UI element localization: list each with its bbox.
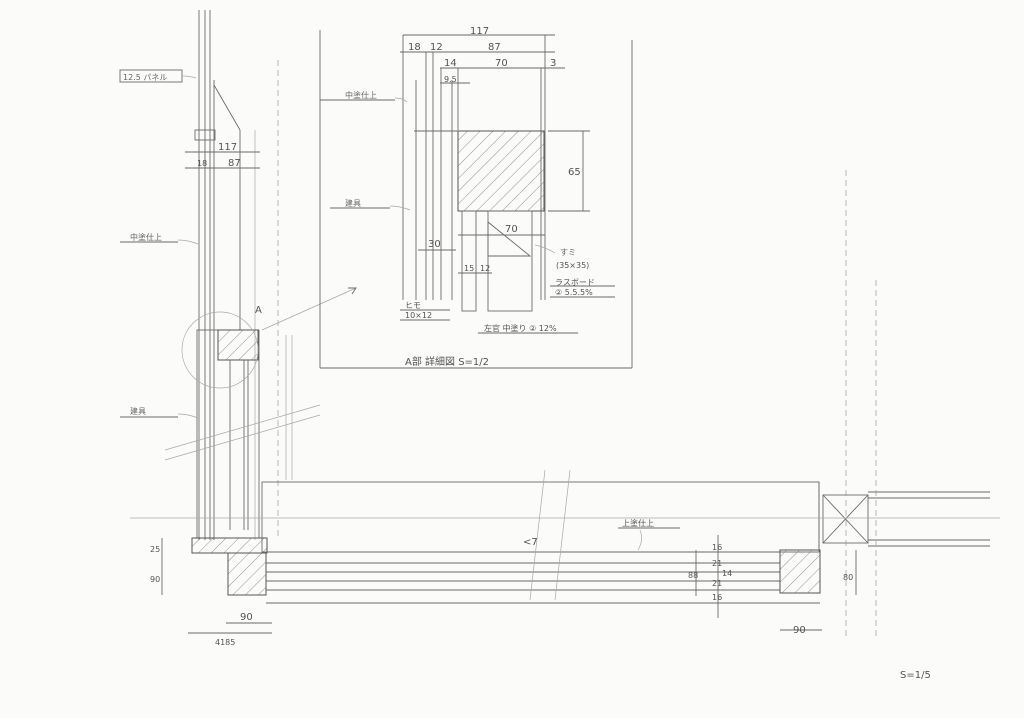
dim-detail-18: 18 xyxy=(408,42,421,53)
dim-21a: 21 xyxy=(712,559,722,568)
dim-14: 14 xyxy=(722,569,732,578)
label-panel: 12.5 パネル xyxy=(123,73,167,82)
dim-117: 117 xyxy=(218,142,237,153)
scale-label: S=1/5 xyxy=(900,670,931,681)
dim-detail-14: 14 xyxy=(444,58,457,69)
dim-detail-15: 15 xyxy=(464,264,474,273)
wall-section: 117 18 87 xyxy=(164,10,321,540)
dim-detail-30: 30 xyxy=(428,239,441,250)
label-sill-size: 10×12 xyxy=(405,311,432,320)
dim-detail-117: 117 xyxy=(470,26,489,37)
dim-18: 18 xyxy=(197,159,207,168)
label-floor-finish: 上塗仕上 xyxy=(622,518,654,528)
label-detail-finish: 中塗仕上 xyxy=(345,90,377,100)
dim-21b: 21 xyxy=(712,579,722,588)
label-stud: すミ xyxy=(560,248,576,257)
dim-detail-70b: 70 xyxy=(505,224,518,235)
dim-185: 4185 xyxy=(215,638,235,647)
detail-a: 117 18 12 87 14 70 3 9.5 65 30 70 15 12 xyxy=(319,26,633,369)
label-plaster-bottom: 左官 中塗り ② 12% xyxy=(484,323,557,333)
dim-16a: 16 xyxy=(712,543,722,552)
dim-detail-3: 3 xyxy=(550,58,556,69)
label-board-b: ② 5.5.5% xyxy=(555,288,593,297)
dim-detail-65: 65 xyxy=(568,167,581,178)
dim-25: 25 xyxy=(150,545,160,554)
dim-detail-9-5: 9.5 xyxy=(444,75,457,84)
dim-90-right: 90 xyxy=(793,625,806,636)
label-detail-fixture: 建具 xyxy=(345,198,361,208)
dim-detail-70: 70 xyxy=(495,58,508,69)
dim-90-v: 90 xyxy=(150,575,160,584)
label-board-a: ラスボード xyxy=(555,278,595,287)
detail-title: A部 詳細図 S=1/2 xyxy=(405,355,489,368)
dim-16b: 16 xyxy=(712,593,722,602)
floor-section: <7 上塗仕上 25 90 90 4185 88 16 21 14 21 16 … xyxy=(130,170,1000,647)
detail-marker-a: A xyxy=(255,305,262,316)
dim-90-h: 90 xyxy=(240,612,253,623)
dim-detail-12b: 12 xyxy=(480,264,490,273)
label-stud-size: (35×35) xyxy=(556,261,589,270)
dim-detail-12: 12 xyxy=(430,42,443,53)
dim-detail-87: 87 xyxy=(488,42,501,53)
dim-87: 87 xyxy=(228,158,241,169)
label-finish-mid: 中塗仕上 xyxy=(130,232,162,242)
label-fixture: 建具 xyxy=(130,406,146,416)
dim-80: 80 xyxy=(843,573,853,582)
dim-88: 88 xyxy=(688,571,698,580)
left-callouts: 12.5 パネル 中塗仕上 建具 A xyxy=(119,69,357,419)
break-mark: <7 xyxy=(523,537,538,548)
label-sill: ヒモ xyxy=(405,301,421,310)
